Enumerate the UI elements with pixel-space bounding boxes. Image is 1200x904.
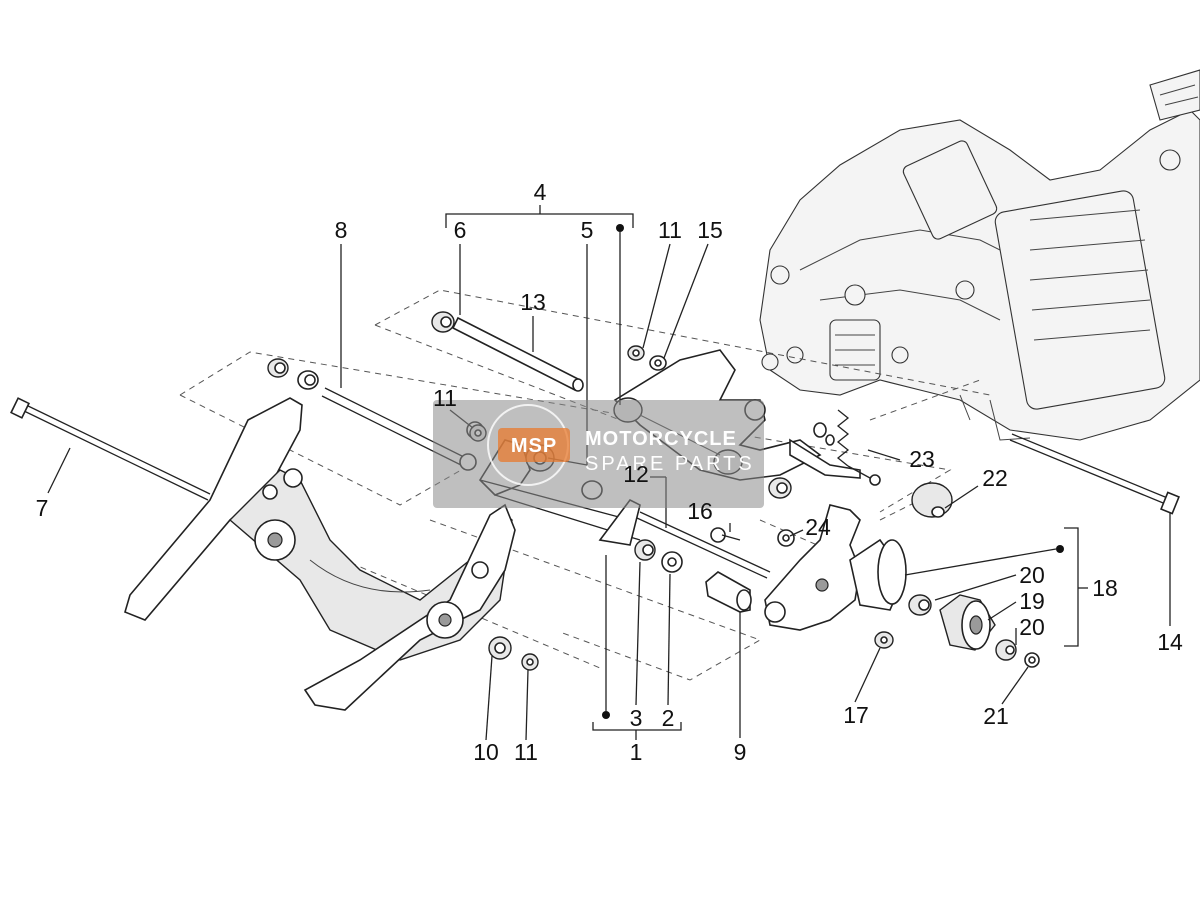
label-13: 13 xyxy=(520,289,546,315)
watermark-line1: MOTORCYCLE xyxy=(585,428,737,450)
part-12-pin xyxy=(636,511,771,579)
label-24: 24 xyxy=(805,514,831,540)
leader-lines xyxy=(47,205,1171,741)
label-7: 7 xyxy=(36,495,49,521)
part-20-bushing-lower xyxy=(995,639,1017,661)
part-24-washer xyxy=(777,529,795,547)
part-6-bushing xyxy=(431,311,455,333)
label-12: 12 xyxy=(623,461,649,487)
label-22: 22 xyxy=(982,465,1008,491)
watermark-line2: SPARE PARTS xyxy=(585,453,755,475)
part-20-bushing-upper xyxy=(908,594,932,616)
part-7-bolt xyxy=(10,397,211,501)
label-10: 10 xyxy=(473,739,499,765)
label-6: 6 xyxy=(454,217,467,243)
part-14-bolt xyxy=(1009,433,1180,515)
part-19-silentblock xyxy=(939,594,996,651)
label-11-middle: 11 xyxy=(433,385,457,411)
label-11-top: 11 xyxy=(658,217,682,243)
label-1: 1 xyxy=(630,739,643,765)
part-17-nut xyxy=(874,631,894,649)
part-16-bolt xyxy=(710,527,741,543)
label-23: 23 xyxy=(909,446,935,472)
watermark: MSP MOTORCYCLE SPARE PARTS xyxy=(433,400,764,508)
swing-arm-frame xyxy=(124,397,516,711)
label-21: 21 xyxy=(983,703,1009,729)
label-9: 9 xyxy=(734,739,747,765)
bushing-group-left xyxy=(267,358,319,390)
bracket-assembly xyxy=(764,504,907,631)
label-3: 3 xyxy=(630,705,643,731)
label-14: 14 xyxy=(1157,629,1183,655)
part-number-labels: 4 6 5 8 11 15 13 11 12 16 24 23 22 7 20 … xyxy=(36,179,1183,765)
label-19: 19 xyxy=(1019,588,1045,614)
label-15: 15 xyxy=(697,217,723,243)
part-22-cap xyxy=(911,482,953,518)
label-20-lower: 20 xyxy=(1019,614,1045,640)
label-8: 8 xyxy=(335,217,348,243)
part-10-washer xyxy=(488,636,512,660)
part-11-nut-top xyxy=(627,345,645,361)
label-11-bottom: 11 xyxy=(514,739,538,765)
part-9-spacer xyxy=(705,571,752,613)
engine-assembly xyxy=(759,69,1200,441)
label-20-upper: 20 xyxy=(1019,562,1045,588)
bushing-center xyxy=(768,477,792,499)
part-23-spring xyxy=(836,409,881,486)
part-21-washer xyxy=(1024,652,1040,668)
part-11-nut-bottom xyxy=(521,653,539,671)
part-2-washer xyxy=(661,551,683,573)
part-3-bushing xyxy=(634,539,656,561)
label-5: 5 xyxy=(581,217,594,243)
watermark-badge: MSP xyxy=(511,435,557,457)
part-15-washer xyxy=(649,355,667,371)
part-13-pin xyxy=(451,316,584,392)
label-16: 16 xyxy=(687,498,713,524)
label-4: 4 xyxy=(534,179,547,205)
label-18: 18 xyxy=(1092,575,1118,601)
label-2: 2 xyxy=(662,705,675,731)
label-17: 17 xyxy=(843,702,869,728)
